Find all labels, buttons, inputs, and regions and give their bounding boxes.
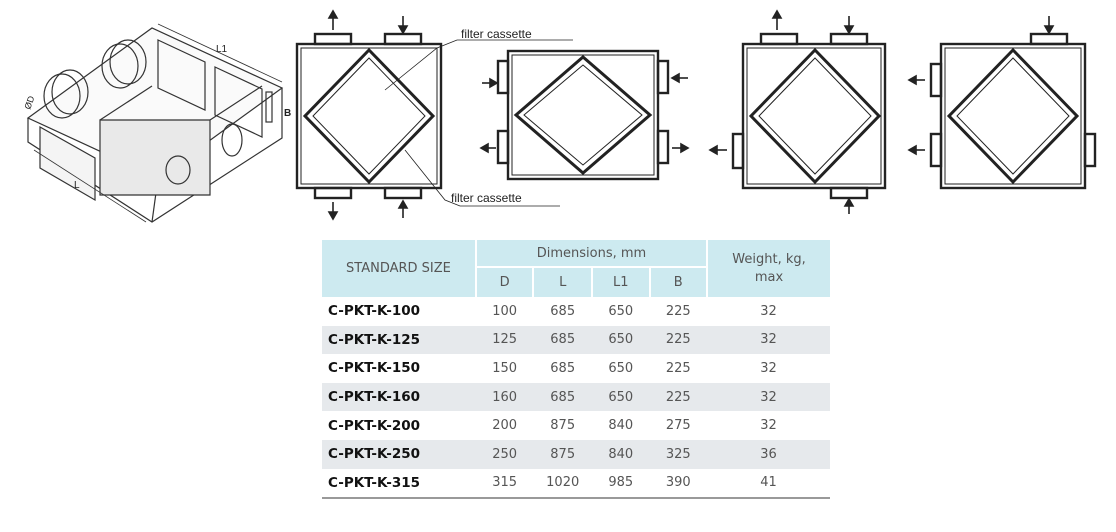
cell-l1: 985 <box>591 468 650 500</box>
cell-d: 150 <box>492 360 518 376</box>
dimensions-table: STANDARD SIZE Dimensions, mm Weight, kg,… <box>322 240 830 500</box>
cell-weight: 32 <box>707 325 830 355</box>
cell-model: C-PKT-K-315 <box>322 468 476 500</box>
table-row: C-PKT-K-200 200 875 840 275 32 <box>322 411 830 440</box>
cell-l1: 650 <box>608 360 634 376</box>
cell-l1: 650 <box>608 303 634 319</box>
schematic-side-ducts <box>479 49 690 181</box>
cell-b: 325 <box>649 439 708 469</box>
cell-model: C-PKT-K-150 <box>328 360 421 377</box>
cell-d: 200 <box>492 418 518 434</box>
cell-b: 225 <box>665 360 691 376</box>
cell-b: 225 <box>649 325 708 355</box>
cell-l: 685 <box>550 303 576 319</box>
cell-weight: 41 <box>707 468 830 500</box>
table-row: C-PKT-K-315 315 1020 985 390 41 <box>322 468 830 500</box>
cell-weight: 32 <box>760 418 777 434</box>
header-standard-size: STANDARD SIZE <box>322 240 476 297</box>
subheader-l1: L1 <box>590 267 650 297</box>
cell-d: 125 <box>475 325 534 355</box>
cell-l1: 840 <box>608 418 634 434</box>
cell-weight: 32 <box>707 382 830 412</box>
cell-l: 1020 <box>533 468 592 500</box>
isometric-unit-drawing: ØD L1 B L <box>22 23 291 223</box>
cell-l: 685 <box>550 360 576 376</box>
cell-l: 685 <box>533 325 592 355</box>
cell-weight: 32 <box>760 303 777 319</box>
table-row: C-PKT-K-150 150 685 650 225 32 <box>322 354 830 383</box>
subheader-l: L <box>532 267 592 297</box>
schematic-top-left-ducts <box>907 16 1097 190</box>
callout-filter-cassette-bottom: filter cassette <box>451 191 522 205</box>
iso-label-l: L <box>74 180 80 191</box>
iso-label-b: B <box>284 108 291 119</box>
table-row: C-PKT-K-125 125 685 650 225 32 <box>322 325 830 355</box>
table-row: C-PKT-K-160 160 685 650 225 32 <box>322 382 830 412</box>
table-row: C-PKT-K-250 250 875 840 325 36 <box>322 439 830 469</box>
cell-d: 315 <box>475 468 534 500</box>
cell-model: C-PKT-K-160 <box>322 382 476 412</box>
cell-model: C-PKT-K-100 <box>328 303 421 320</box>
cell-b: 275 <box>665 418 691 434</box>
cell-b: 225 <box>665 303 691 319</box>
iso-label-l1: L1 <box>216 44 228 55</box>
cell-weight: 32 <box>760 360 777 376</box>
cell-l: 685 <box>533 382 592 412</box>
cell-d: 100 <box>492 303 518 319</box>
cell-l: 875 <box>533 439 592 469</box>
cell-l1: 650 <box>591 382 650 412</box>
cell-b: 225 <box>649 382 708 412</box>
cell-model: C-PKT-K-125 <box>322 325 476 355</box>
table-row: C-PKT-K-100 100 685 650 225 32 <box>322 297 830 326</box>
cell-l: 875 <box>550 418 576 434</box>
cell-model: C-PKT-K-200 <box>328 417 421 434</box>
cell-l1: 840 <box>591 439 650 469</box>
subheader-b: B <box>648 267 708 297</box>
cell-weight: 36 <box>707 439 830 469</box>
iso-label-d: ØD <box>22 94 36 111</box>
cell-l1: 650 <box>591 325 650 355</box>
schematic-top-side-ducts <box>708 9 887 214</box>
cell-b: 390 <box>649 468 708 500</box>
header-weight: Weight, kg, max <box>706 240 830 297</box>
subheader-d: D <box>474 267 534 297</box>
schematic-top-bottom-ducts: filter cassette filter cassette <box>295 9 573 221</box>
header-dimensions: Dimensions, mm <box>474 240 708 268</box>
callout-filter-cassette-top: filter cassette <box>461 27 532 41</box>
cell-d: 250 <box>475 439 534 469</box>
cell-model: C-PKT-K-250 <box>322 439 476 469</box>
cell-d: 160 <box>475 382 534 412</box>
